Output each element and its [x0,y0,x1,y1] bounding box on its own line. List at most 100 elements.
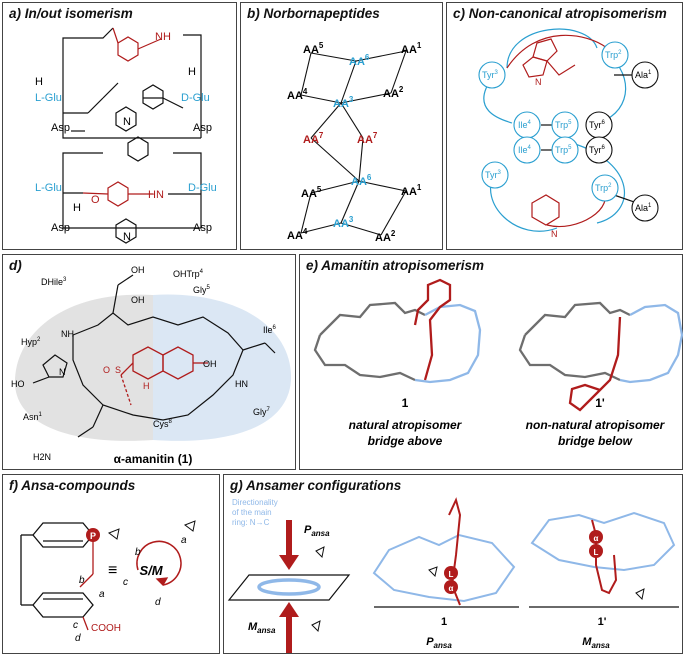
b-aa3-b: AA [333,218,349,230]
d-cys: Cys [153,419,169,429]
b-aa5: AA [303,44,319,56]
e-left-num: 1 [402,396,409,410]
f-a2: a [181,535,187,546]
svg-text:AA3: AA3 [333,95,354,110]
f-c2: c [123,577,128,588]
a-nh-top: NH [155,31,171,43]
f-p-label: P [90,531,96,541]
panel-a-title: a) In/out isomerism [9,6,133,21]
a-h-2: H [188,66,196,78]
c-tyr6: Tyr [589,120,602,130]
panel-g-diagram: Directionality of the main ring: N→C Pan… [227,497,679,653]
b-aa2-b: AA [375,232,391,244]
c-trp5-b: Trp [555,145,568,155]
svg-text:AA4: AA4 [287,227,308,242]
panel-d: d) OH OH DHile3 OHTrp4 Gly5 [2,254,296,470]
a-lglu-2: L-Glu [35,182,62,194]
a-n-bot: N [123,231,131,243]
b-aa6-b: AA [351,176,367,188]
g-dir-2: of the main [232,508,272,517]
c-trp5: Trp [555,120,568,130]
c-ile4-b: Ile [518,145,528,155]
a-asp-3: Asp [51,222,70,234]
svg-text:Cys8: Cys8 [153,419,173,429]
d-h: H [143,381,150,391]
d-oh-2: OH [131,295,145,305]
svg-text:Trp2: Trp2 [595,183,612,193]
f-b: b [79,575,85,586]
panel-b-title: b) Norbornapeptides [247,6,380,21]
g-right-num: 1' [598,616,607,628]
c-ile4: Ile [518,120,528,130]
d-s: S [115,365,121,375]
svg-text:Tyr3: Tyr3 [482,70,499,80]
a-asp-4: Asp [193,222,212,234]
svg-text:Ala1: Ala1 [635,203,652,213]
d-dhile: DHile [41,277,63,287]
d-oh-right: OH [203,359,217,369]
svg-text:Pansa: Pansa [426,636,452,650]
a-dglu-2: D-Glu [188,182,217,194]
svg-text:Tyr3: Tyr3 [485,170,502,180]
panel-b: b) Norbornapeptides AA5 AA6 AA1 [240,2,443,250]
g-right-label: M [582,636,592,648]
svg-text:AA7: AA7 [357,131,378,146]
svg-text:Hyp2: Hyp2 [21,337,41,347]
panel-g: g) Ansamer configurations Directionality… [223,474,683,654]
d-ohtrp: OHTrp [173,269,200,279]
svg-text:AA2: AA2 [383,85,404,100]
a-dglu-1: D-Glu [181,92,210,104]
e-left-line2: bridge above [368,434,443,448]
c-n-bot: N [551,229,558,239]
g-right-alpha: α [594,534,599,543]
f-a: a [99,589,105,600]
svg-text:Mansa: Mansa [582,636,610,650]
svg-text:Tyr6: Tyr6 [589,120,606,130]
svg-text:Ile6: Ile6 [263,325,277,335]
g-left-l: L [449,570,454,579]
svg-text:Mansa: Mansa [248,621,276,635]
panel-e-title: e) Amanitin atropisomerism [306,258,485,273]
c-n-top: N [535,77,542,87]
f-d2: d [155,597,161,608]
panel-a: a) In/out isomerism [2,2,237,250]
d-compound-name: α-amanitin (1) [114,452,193,466]
svg-text:DHile3: DHile3 [41,277,67,287]
b-aa4: AA [287,90,303,102]
c-ala1-b: Ala [635,203,648,213]
svg-text:AA6: AA6 [351,173,372,188]
panel-c-diagram: Trp2 Ala1 Tyr3 Ile4 Trp5 Tyr6 Ile4 Trp5 … [478,28,659,239]
svg-text:AA2: AA2 [375,229,396,244]
e-right-line2: bridge below [558,434,633,448]
b-aa3: AA [333,98,349,110]
svg-text:Pansa: Pansa [304,524,330,538]
g-left-label: P [426,636,434,648]
c-tyr3-b: Tyr [485,170,498,180]
d-nh: NH [61,329,74,339]
c-tyr6-b: Tyr [589,145,602,155]
d-n: N [59,367,66,377]
a-h-3: H [73,202,81,214]
svg-text:AA1: AA1 [401,41,422,56]
f-d: d [75,633,81,644]
svg-text:Asn1: Asn1 [23,412,43,422]
svg-text:Trp5: Trp5 [555,145,572,155]
panel-f-diagram: P a b c d a b c d COOH ≡ S/M [20,520,196,644]
svg-text:Ala1: Ala1 [635,70,652,80]
e-left-line1: natural atropisomer [349,418,463,432]
g-dir-3: ring: N→C [232,518,270,527]
f-cooh: COOH [91,623,121,634]
g-left-num: 1 [441,616,447,628]
d-gly5: Gly [193,285,207,295]
g-mansa: M [248,621,258,633]
c-tyr3: Tyr [482,70,495,80]
c-trp2-b: Trp [595,183,608,193]
d-asn: Asn [23,412,39,422]
g-left-alpha: α [449,584,454,593]
svg-text:Tyr6: Tyr6 [589,145,606,155]
c-ala1: Ala [635,70,648,80]
b-aa1-b: AA [401,186,417,198]
d-gly7: Gly [253,407,267,417]
e-right-num: 1' [595,396,605,410]
a-h-1: H [35,76,43,88]
